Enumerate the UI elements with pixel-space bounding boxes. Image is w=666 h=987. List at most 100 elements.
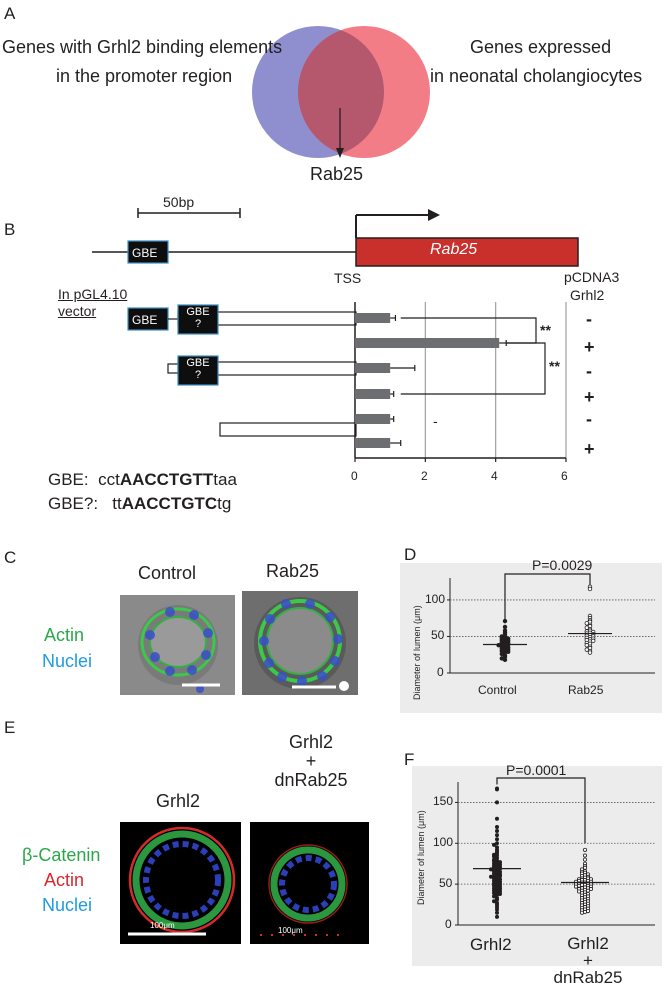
rab25-label: Rab25 <box>266 561 320 581</box>
venn-right-label-line2: in neonatal cholangiocytes <box>430 66 643 86</box>
promoter-diagram <box>92 208 579 462</box>
significance-bracket-2 <box>400 342 546 395</box>
sign-row6: + <box>584 439 595 459</box>
construct-none <box>219 422 357 437</box>
construct1-gbeq-label: GBE? <box>186 306 210 330</box>
micrograph-grhl2-dnrab25: 100μm <box>250 822 369 944</box>
control-label: Control <box>138 563 197 583</box>
panel-b-letter: B <box>4 220 16 239</box>
micrograph-control <box>120 595 235 695</box>
bar-xtick-4: 4 <box>491 469 498 483</box>
bar-xtick-2: 2 <box>421 469 428 483</box>
scale-label-dnrab25: 100μm <box>278 926 303 935</box>
construct-gbeq <box>167 355 357 386</box>
actin-label: Actin <box>44 625 85 645</box>
panel-d-ytick-100: 100 <box>425 591 446 606</box>
tss-arrow-head <box>428 209 440 221</box>
panel-d-ytick-50: 50 <box>431 628 445 643</box>
overlap-arrow-head <box>336 148 344 158</box>
venn-overlap <box>298 30 384 154</box>
significance-1: ** <box>540 322 551 338</box>
scale-bar-label: 50bp <box>163 194 195 210</box>
panel-f-p-bracket <box>496 777 586 844</box>
not-significant: - <box>433 413 438 429</box>
bar-2 <box>355 363 391 373</box>
panel-f-point-s0-4 <box>494 824 499 829</box>
vector-label-line1: In pGL4.10 <box>58 286 128 302</box>
venn-left-label-line1: Genes with Grhl2 binding elements <box>2 37 283 57</box>
construct-gbe-gbeq <box>127 304 357 335</box>
micrograph-grhl2: 100μm <box>120 822 241 944</box>
nuclei-label-e: Nuclei <box>42 895 93 915</box>
panel-f-point-s0-72 <box>494 910 499 915</box>
panel-f-point-s0-9 <box>491 842 496 847</box>
bar-5 <box>355 438 391 448</box>
panel-d-point-s0-33 <box>502 657 508 663</box>
pcdna-label-line2: Grhl2 <box>570 287 605 303</box>
panel-d-point-s1-34 <box>587 650 593 655</box>
panel-f-point-s0-64 <box>491 894 496 899</box>
panel-f-point-s1-1 <box>583 853 588 858</box>
sign-row1: - <box>586 309 592 329</box>
panel-d-pvalue: P=0.0029 <box>532 557 593 573</box>
sign-row2: + <box>584 337 595 357</box>
panel-f-pvalue: P=0.0001 <box>506 762 567 778</box>
panel-f-ytick-100: 100 <box>433 835 454 850</box>
scale-label-grhl2: 100μm <box>150 921 175 930</box>
gbe-box-top <box>127 240 169 264</box>
venn-diagram <box>252 26 430 158</box>
bar-3 <box>355 389 391 399</box>
venn-right-label-line1: Genes expressed <box>470 37 612 57</box>
panel-d-letter: D <box>404 545 417 564</box>
panel-d-ytick-0: 0 <box>437 665 444 679</box>
panel-d-point-s1-1 <box>587 586 593 592</box>
beta-catenin-label: β-Catenin <box>22 845 101 865</box>
panel-e-letter: E <box>4 718 16 737</box>
panel-f-point-s0-67 <box>491 899 496 904</box>
panel-f-point-s1-72 <box>580 910 585 915</box>
panel-c-letter: C <box>4 548 17 567</box>
bar-xtick-6: 6 <box>561 469 568 483</box>
bar-1 <box>355 338 500 348</box>
rab25-gene-box <box>355 237 579 267</box>
nuclei-label: Nuclei <box>42 651 93 671</box>
panel-f-ytick-150: 150 <box>433 794 454 809</box>
bar-0 <box>355 313 391 323</box>
panel-f-point-s1-46 <box>577 889 582 894</box>
panel-a-letter: A <box>4 4 16 23</box>
rab25-gene-label: Rab25 <box>430 241 478 258</box>
panel-f-point-s0-71 <box>494 907 499 912</box>
panel-f-point-s1-37 <box>574 884 579 889</box>
panel-f-point-s0-8 <box>494 841 499 846</box>
panel-e-grhl2-label: Grhl2 <box>156 791 201 811</box>
vector-label-line2: vector <box>58 303 97 319</box>
panel-d-p-bracket <box>504 573 591 621</box>
panel-f-point-s1-0 <box>583 847 588 852</box>
panel-f-ytick-0: 0 <box>445 917 452 931</box>
panel-f-background <box>412 766 662 966</box>
panel-f-point-s1-2 <box>583 857 588 862</box>
venn-overlap-label: Rab25 <box>310 164 364 184</box>
gbe-box-top-label: GBE <box>132 246 158 260</box>
panel-f-point-s0-73 <box>494 914 499 919</box>
panel-f-point-s1-42 <box>589 887 594 892</box>
sign-row4: + <box>584 387 595 407</box>
panel-f-xlabel-combo: Grhl2+dnRab25 <box>553 934 623 987</box>
panel-e-combo-label: Grhl2+dnRab25 <box>274 732 348 790</box>
gbeq-sequence: GBE?: ttAACCTGTCtg <box>48 494 232 513</box>
micrograph-rab25 <box>242 591 358 695</box>
luciferase-bar-chart <box>354 302 567 462</box>
panel-f-letter: F <box>404 750 415 769</box>
panel-f-point-s0-3 <box>494 816 499 821</box>
actin-label-e: Actin <box>44 870 85 890</box>
pcdna-label-line1: pCDNA3 <box>564 269 620 285</box>
gbe-sequence: GBE: cctAACCTGTTtaa <box>48 470 237 489</box>
significance-2: ** <box>549 358 560 374</box>
bar-xtick-0: 0 <box>351 469 358 483</box>
panel-f-point-s0-7 <box>494 837 499 842</box>
panel-f-point-s0-2 <box>494 800 499 805</box>
panel-d-xlabel-control: Control <box>478 683 517 697</box>
panel-d-background <box>400 563 662 713</box>
